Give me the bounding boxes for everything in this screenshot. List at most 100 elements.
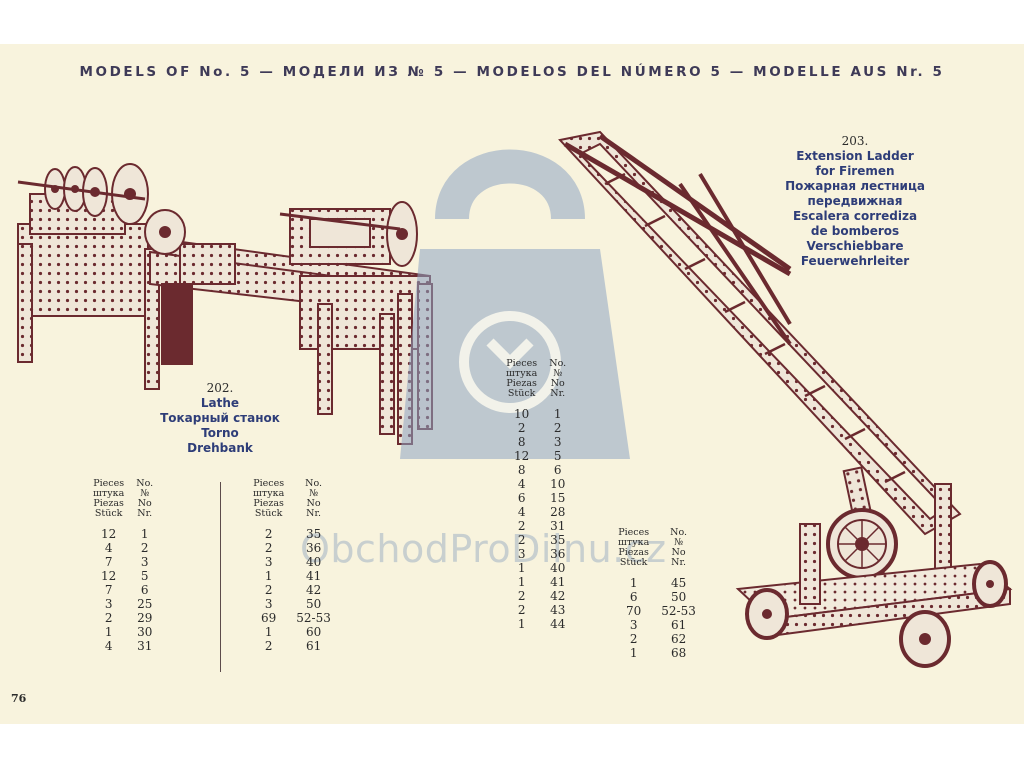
pieces-cell: 4 <box>104 639 113 653</box>
part-number-cell: 68 <box>670 646 687 660</box>
part-number-cell: 5 <box>140 569 149 583</box>
pieces-cell: 10 <box>514 407 530 421</box>
table-row: 1 41 <box>500 575 572 589</box>
model-illustrations <box>17 130 1013 668</box>
pieces-cell: 6 <box>517 491 526 505</box>
pieces-cell: 2 <box>629 632 638 646</box>
part-number-cell: 36 <box>550 547 566 561</box>
part-number-cell: 45 <box>670 576 687 590</box>
page-heading: MODELS OF No. 5 — МОДЕЛИ ИЗ № 5 — MODELO… <box>79 64 945 80</box>
part-number-cell: 35 <box>550 533 566 547</box>
pieces-cell: 7 <box>104 583 113 597</box>
table-row: 1 45 <box>612 576 702 590</box>
part-number-cell: 60 <box>305 625 322 639</box>
title-line: Torno <box>201 426 239 440</box>
pieces-cell: 12 <box>514 449 530 463</box>
model-202-title-block: 202. Lathe Токарный станок Torno Drehban… <box>135 381 305 456</box>
part-number-cell: 41 <box>550 575 566 589</box>
table-row: 3 61 <box>612 618 702 632</box>
pieces-cell: 1 <box>517 561 526 575</box>
pieces-cell: 6 <box>629 590 638 604</box>
lathe-illustration <box>17 163 433 445</box>
part-number-cell: 43 <box>550 603 566 617</box>
part-number-cell: 35 <box>305 527 322 541</box>
pieces-cell: 3 <box>517 547 526 561</box>
part-number-cell: 61 <box>670 618 687 632</box>
part-number-cell: 6 <box>140 583 149 597</box>
part-number-cell: 50 <box>305 597 322 611</box>
catalog-page: MODELS OF No. 5 — МОДЕЛИ ИЗ № 5 — MODELO… <box>0 44 1024 724</box>
pieces-cell: 2 <box>517 519 526 533</box>
table-row: 1 40 <box>500 561 572 575</box>
part-number-cell: 30 <box>137 625 153 639</box>
pieces-cell: 2 <box>517 421 526 435</box>
table-divider <box>220 482 221 672</box>
model-203-title-block: 203. Extension Ladder for Firemen Пожарн… <box>775 134 935 269</box>
pieces-cell: 8 <box>517 463 526 477</box>
pieces-cell: 1 <box>629 576 638 590</box>
title-line: Lathe <box>200 396 240 410</box>
pieces-cell: 2 <box>517 533 526 547</box>
table-row: 70 52-53 <box>612 604 702 618</box>
pieces-cell: 1 <box>629 646 638 660</box>
part-number-cell: 10 <box>550 477 566 491</box>
part-number-cell: 42 <box>305 583 322 597</box>
pieces-cell: 8 <box>517 435 526 449</box>
pieces-cell: 1 <box>264 569 273 583</box>
pieces-cell: 2 <box>264 583 273 597</box>
part-number-cell: 44 <box>550 617 566 631</box>
title-line: Extension Ladder <box>796 149 914 163</box>
part-number-cell: 3 <box>140 555 149 569</box>
pieces-cell: 2 <box>517 589 526 603</box>
part-number-cell: 28 <box>550 505 566 519</box>
part-number-cell: 6 <box>553 463 562 477</box>
pieces-cell: 70 <box>626 604 642 618</box>
part-number-cell: 52-53 <box>661 604 696 618</box>
pieces-cell: 3 <box>629 618 638 632</box>
pieces-cell: 2 <box>517 603 526 617</box>
pieces-cell: 4 <box>104 541 113 555</box>
pieces-cell: 2 <box>264 541 273 555</box>
part-number-cell: 62 <box>670 632 687 646</box>
pieces-cell: 3 <box>264 597 273 611</box>
title-line: Токарный станок <box>160 411 280 425</box>
part-number-cell: 40 <box>550 561 566 575</box>
page-number: 76 <box>11 692 27 705</box>
pieces-cell: 2 <box>264 527 273 541</box>
part-number-cell: 61 <box>305 639 322 653</box>
table-row: 2 35 <box>500 533 572 547</box>
table-row: 4 10 <box>500 477 572 491</box>
pieces-cell: 1 <box>517 575 526 589</box>
title-line: Пожарная лестница <box>785 179 925 193</box>
ladder-illustration <box>558 130 1013 668</box>
table-body: 1 45 6 50 70 52-53 3 61 2 62 1 68 <box>612 576 702 660</box>
title-line: передвижная <box>807 194 903 208</box>
pieces-cell: 4 <box>517 505 526 519</box>
table-row: 3 36 <box>500 547 572 561</box>
part-number-cell: 50 <box>670 590 687 604</box>
part-number-cell: 40 <box>305 555 322 569</box>
pieces-cell: 4 <box>517 477 526 491</box>
